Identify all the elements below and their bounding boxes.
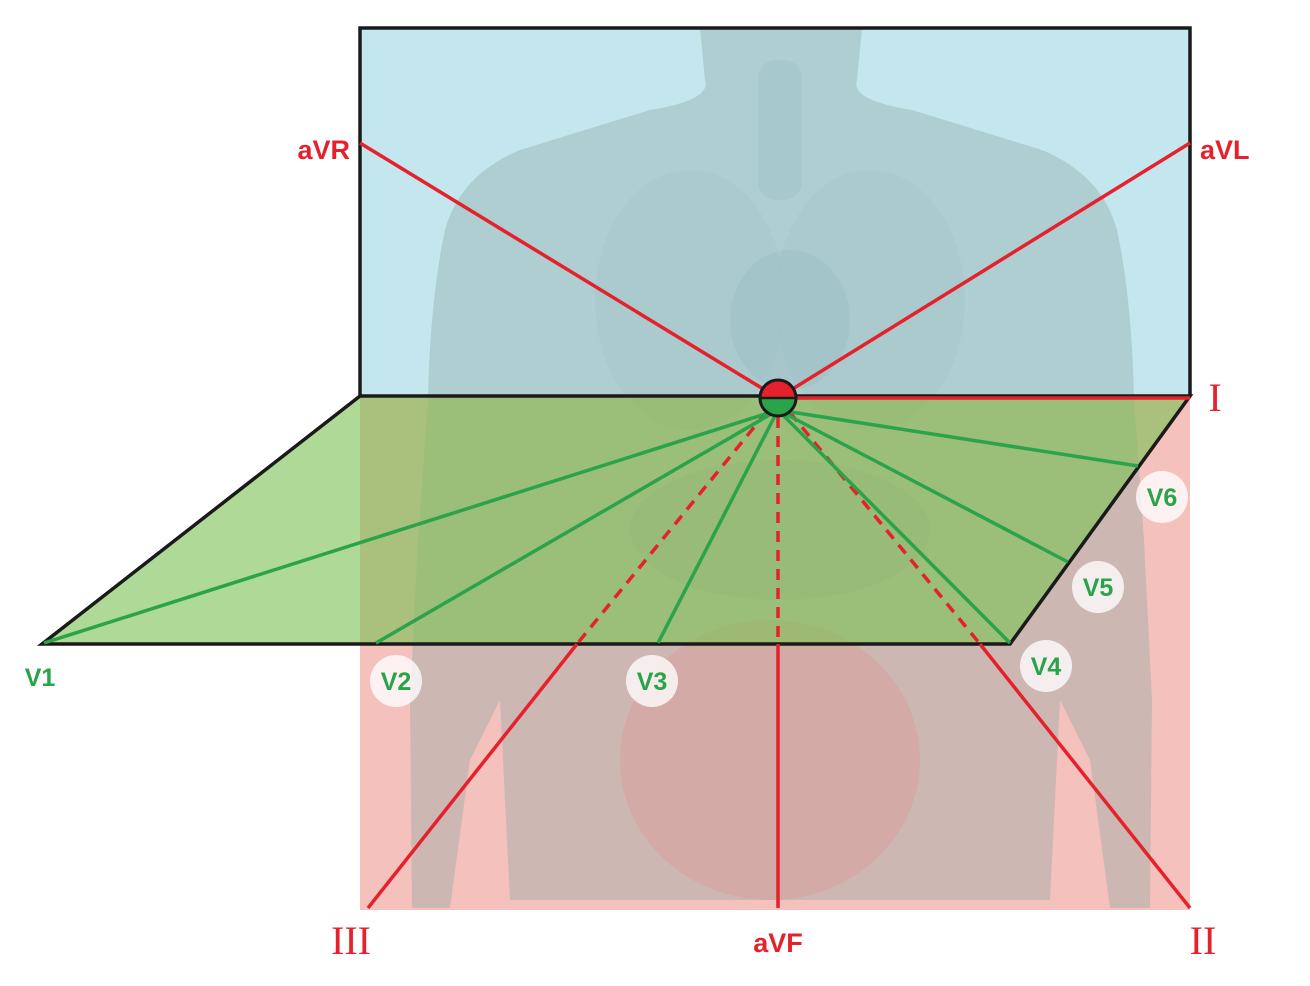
lead-line-iii <box>366 642 579 910</box>
lead-line-v1 <box>43 408 779 645</box>
v4-badge <box>1020 640 1072 692</box>
heart-center-icon <box>758 378 798 418</box>
lead-line-avr <box>359 141 779 400</box>
v5-badge <box>1072 561 1124 613</box>
label-avl: aVL <box>1200 135 1250 165</box>
lead-line-avl <box>777 141 1191 400</box>
label-v5: V5 <box>1083 574 1114 602</box>
v6-badge <box>1136 471 1188 523</box>
label-v6: V6 <box>1147 484 1178 512</box>
label-v4: V4 <box>1031 653 1062 681</box>
lead-line-ii <box>978 642 1192 910</box>
lead-line-v3 <box>656 409 780 644</box>
label-v3: V3 <box>637 668 668 696</box>
frontal-plane <box>360 28 1190 396</box>
label-i: I <box>1208 375 1221 420</box>
lead-line-v4 <box>776 408 1012 645</box>
label-avf: aVF <box>753 928 803 958</box>
label-ii: II <box>1190 918 1217 963</box>
horizontal-plane <box>36 394 1194 646</box>
v2-badge <box>370 655 422 707</box>
label-v2: V2 <box>381 668 412 696</box>
lead-line-v6 <box>777 408 1139 468</box>
label-iii: III <box>331 918 371 963</box>
label-v1: V1 <box>25 664 56 692</box>
label-avr: aVR <box>297 135 350 165</box>
lead-line-iii-dashed <box>575 396 780 646</box>
lead-line-v2 <box>375 408 779 645</box>
v3-badge <box>626 655 678 707</box>
lead-line-ii-dashed <box>776 396 982 646</box>
lead-line-v5 <box>777 408 1069 564</box>
frontal-plane-border <box>358 26 1192 396</box>
